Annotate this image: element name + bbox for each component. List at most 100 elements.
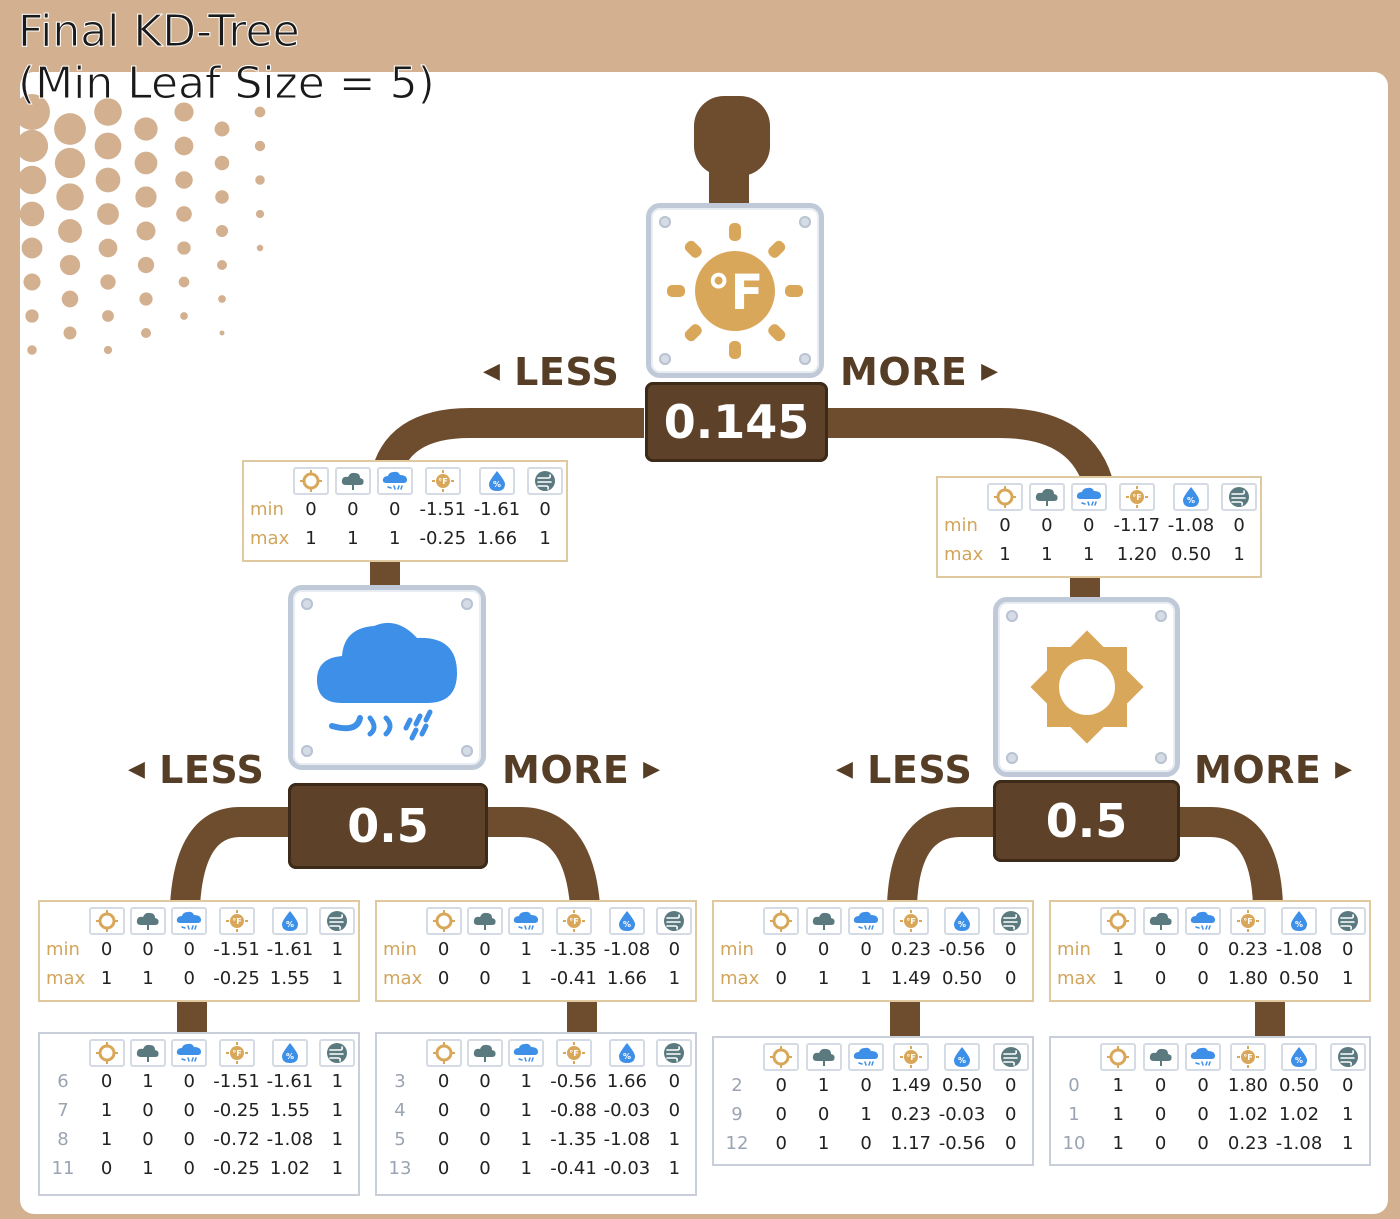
right-more-label: MORE ▶ (1194, 748, 1353, 792)
decor-dot (254, 106, 266, 118)
rain-cloud-icon (171, 1038, 208, 1067)
bound-value: 1 (347, 528, 359, 549)
row-index: 8 (57, 1129, 69, 1150)
decor-dot (54, 147, 86, 179)
humidity-icon: % (944, 1042, 981, 1071)
decor-dot (136, 221, 156, 241)
cell-value: 0 (437, 1158, 450, 1179)
cell-value: 0 (183, 1100, 195, 1121)
bound-value: 1 (1233, 544, 1245, 565)
cell-value: -1.35 (550, 1129, 597, 1150)
wind-icon (1221, 482, 1258, 511)
cell-value: -0.25 (213, 1158, 260, 1179)
max-label: max (944, 544, 984, 565)
bound-value: 0 (539, 499, 551, 520)
decor-dot (174, 136, 194, 156)
bound-value: 0 (1154, 968, 1167, 989)
bound-value: 1 (817, 968, 830, 989)
cell-value: 0 (1005, 1133, 1017, 1154)
decor-dot (215, 224, 229, 238)
bound-value: 1 (305, 528, 317, 549)
temperature-icon: °F (555, 1038, 592, 1067)
humidity-icon: % (608, 906, 645, 935)
bound-value: 1.80 (1227, 968, 1268, 989)
sun-icon (88, 1038, 125, 1067)
sun-icon (1029, 630, 1144, 744)
cell-value: 1 (100, 1129, 113, 1150)
svg-text:°F: °F (707, 265, 764, 321)
sun-icon (763, 906, 800, 935)
cell-value: 0 (817, 1104, 830, 1125)
decor-dot (176, 206, 192, 222)
rain-cloud-icon (508, 906, 545, 935)
cell-value: 0.50 (941, 1075, 983, 1096)
sun-icon (425, 906, 462, 935)
sun-icon (292, 466, 329, 495)
svg-text:%: % (623, 1052, 631, 1061)
cell-value: 1 (520, 1158, 532, 1179)
rain-cloud-icon (376, 466, 413, 495)
cell-value: 1 (520, 1129, 532, 1150)
bound-value: 0 (1005, 968, 1017, 989)
temperature-sun-icon: °F (667, 222, 803, 359)
cell-value: 0.23 (1227, 1133, 1268, 1154)
temperature-icon: °F (424, 466, 461, 495)
cell-value: 1.55 (269, 1100, 310, 1121)
bound-value: 1 (539, 528, 551, 549)
svg-text:%: % (1295, 920, 1303, 929)
cell-value: 0 (142, 1100, 154, 1121)
cell-value: 1 (817, 1075, 830, 1096)
cell-value: 0 (668, 1071, 681, 1092)
humidity-icon: % (271, 906, 308, 935)
svg-text:%: % (1295, 1056, 1303, 1065)
svg-text:%: % (286, 1052, 294, 1061)
min-label: min (383, 939, 417, 960)
bound-value: 1 (1041, 544, 1053, 565)
bound-value: 1 (1083, 544, 1095, 565)
cell-value: -0.03 (603, 1158, 651, 1179)
bound-value: 1 (1112, 939, 1124, 960)
bound-value: -1.61 (266, 939, 314, 960)
decor-dot (256, 244, 264, 252)
root-knob (694, 96, 770, 176)
humidity-icon: % (608, 1038, 645, 1067)
cell-value: 0 (1005, 1104, 1017, 1125)
cell-value: -1.61 (266, 1071, 314, 1092)
decor-dot (14, 94, 50, 130)
bound-value: -0.56 (938, 939, 986, 960)
min-label: min (944, 515, 978, 536)
bound-value: 0 (183, 968, 195, 989)
svg-text:%: % (286, 920, 294, 929)
root-less-label: ◀ LESS (483, 350, 620, 394)
cell-value: 0 (437, 1071, 450, 1092)
left-split-value: 0.5 (288, 783, 488, 869)
cell-value: -0.41 (550, 1158, 597, 1179)
decor-dot (61, 290, 79, 308)
sun-icon (1100, 1042, 1137, 1071)
min-label: min (1057, 939, 1091, 960)
sun-icon (1100, 906, 1137, 935)
bound-value: 1.66 (476, 528, 518, 549)
cell-value: 0 (1197, 1104, 1209, 1125)
cell-value: 1.66 (606, 1071, 647, 1092)
bound-value: 1 (668, 968, 681, 989)
cell-value: 1 (1112, 1075, 1124, 1096)
bound-value: -1.08 (1167, 515, 1215, 536)
bound-value: 0 (142, 939, 154, 960)
bound-value: 0 (1083, 515, 1095, 536)
bound-value: 0 (100, 939, 113, 960)
cell-value: 1 (100, 1100, 113, 1121)
cell-value: 0 (183, 1129, 195, 1150)
humidity-icon: % (1281, 1042, 1318, 1071)
sun-icon (986, 482, 1023, 511)
cell-value: 0 (1342, 1075, 1354, 1096)
max-label: max (250, 528, 290, 549)
